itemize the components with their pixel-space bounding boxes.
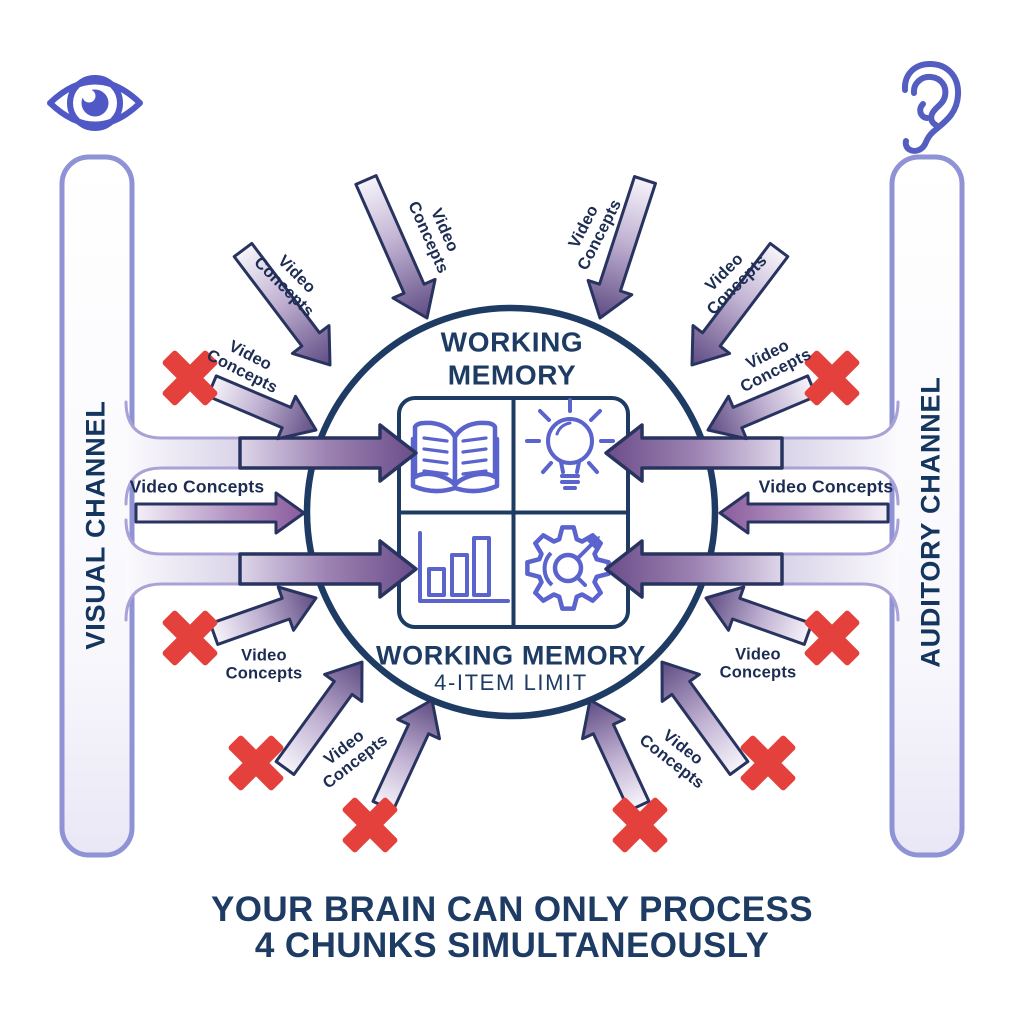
headline-line1: YOUR BRAIN CAN ONLY PROCESS xyxy=(210,890,813,929)
four-item-limit-label: 4-ITEM LIMIT xyxy=(434,670,588,695)
concept-arrows xyxy=(134,174,890,813)
arrow-label-video-concepts: Video Concepts xyxy=(719,645,797,682)
auditory-channel-bar xyxy=(748,154,965,858)
headline-line2: 4 CHUNKS SIMULTANEOUSLY xyxy=(254,926,770,965)
working-memory-title: WORKING MEMORY xyxy=(440,326,584,390)
auditory-channel-label: AUDITORY CHANNEL xyxy=(915,376,946,668)
blocked-x-marks xyxy=(162,350,860,853)
eye-icon xyxy=(47,75,143,131)
bar-chart-icon xyxy=(418,531,510,603)
lightbulb-icon xyxy=(525,398,615,490)
visual-channel-label: VISUAL CHANNEL xyxy=(80,400,111,650)
book-icon xyxy=(410,420,500,494)
arrow-label-video-concepts: Video Concepts xyxy=(225,646,303,683)
working-memory-bottom-title: WORKING MEMORY xyxy=(376,640,646,671)
gear-icon xyxy=(525,525,611,611)
visual-channel-bar xyxy=(59,154,276,858)
arrow-label-video-concepts: Video Concepts xyxy=(129,476,265,497)
ear-icon xyxy=(901,60,962,154)
arrow-label-video-concepts: Video Concepts xyxy=(758,476,894,497)
